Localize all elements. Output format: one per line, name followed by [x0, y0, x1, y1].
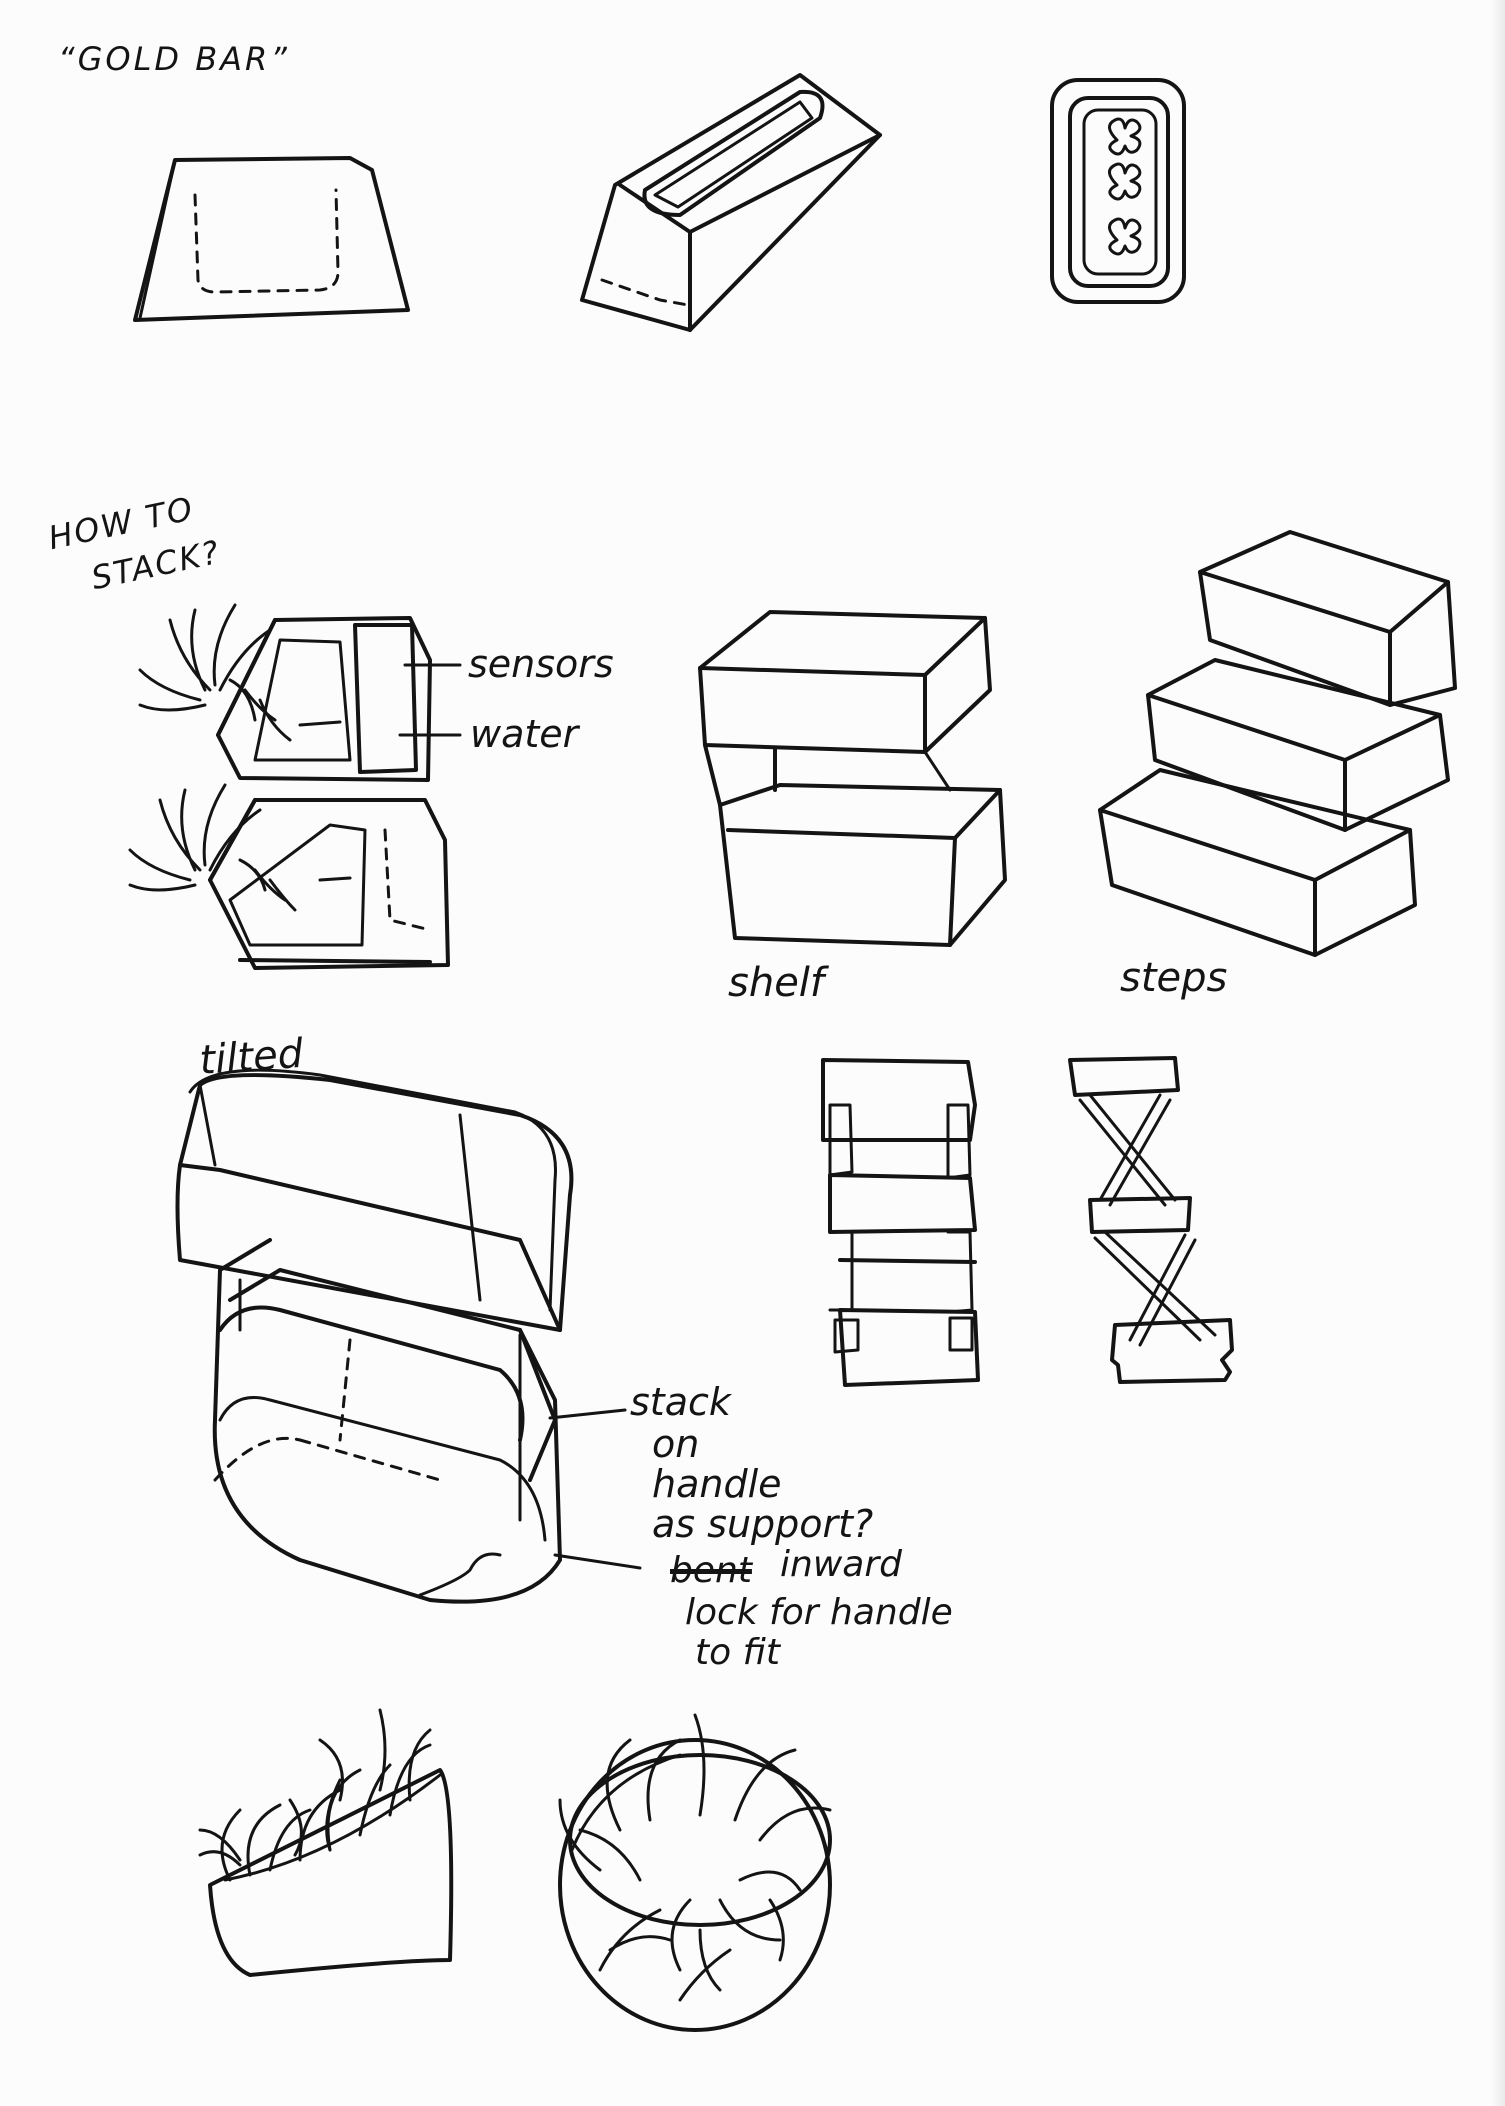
sensors-label: sensors	[468, 642, 614, 686]
stacked-planter-sketch	[128, 603, 462, 970]
shelf-side-view-sketch	[821, 1058, 980, 1387]
plant-leaves	[128, 603, 272, 892]
inward-note-line3: to fit	[695, 1632, 780, 1673]
steps-label: steps	[1120, 955, 1228, 1001]
gold-bar-label: “GOLD BAR”	[58, 40, 290, 78]
tilted-stack-sketch	[175, 1068, 642, 1604]
bowl-planter-sketch	[558, 1713, 832, 2032]
gold-bar-front-sketch	[133, 156, 410, 322]
wedge-planter-sketch	[198, 1708, 454, 1977]
page-edge-shadow	[1491, 0, 1505, 2106]
flower-icons	[1108, 117, 1142, 256]
inward-note-struck-word: bent	[670, 1550, 752, 1591]
stack-note-line2: on	[652, 1422, 700, 1466]
steps-sketch	[1098, 530, 1457, 957]
water-label: water	[470, 712, 579, 756]
gold-bar-perspective-sketch	[580, 73, 882, 332]
stack-note-line1: stack	[630, 1380, 731, 1424]
stack-note-line4: as support?	[652, 1502, 874, 1546]
stack-note-line3: handle	[652, 1462, 782, 1506]
roots	[228, 678, 352, 912]
scissor-stack-sketch	[1068, 1056, 1234, 1384]
tilted-label: tilted	[198, 1030, 305, 1084]
bowl-planter-leaves	[558, 1713, 832, 2002]
shelf-label: shelf	[728, 960, 824, 1006]
gold-bar-top-view-sketch	[1050, 78, 1186, 304]
inward-note-line1: inward	[780, 1544, 902, 1585]
inward-note-line2: lock for handle	[685, 1592, 953, 1633]
wedge-planter-leaves	[198, 1708, 432, 1882]
shelf-sketch	[698, 610, 1007, 947]
